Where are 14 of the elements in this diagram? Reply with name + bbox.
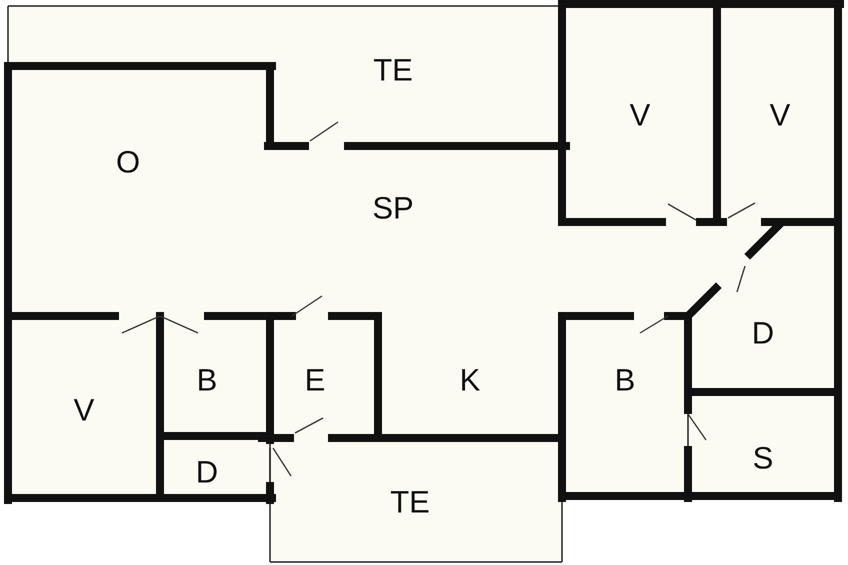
room-label: D xyxy=(752,318,774,348)
room-label: TE xyxy=(390,486,430,518)
room-label: K xyxy=(460,364,480,396)
room-label: SP xyxy=(372,192,414,224)
room-label: E xyxy=(304,364,326,396)
room-label: V xyxy=(630,100,650,130)
room-label: O xyxy=(116,146,140,178)
room-label: TE xyxy=(373,54,413,86)
room-label: V xyxy=(770,100,790,130)
room-label: V xyxy=(74,394,94,426)
room-label: D xyxy=(196,456,218,488)
room-label: B xyxy=(614,364,636,396)
room-label: S xyxy=(752,442,774,474)
room-label: B xyxy=(196,364,218,396)
